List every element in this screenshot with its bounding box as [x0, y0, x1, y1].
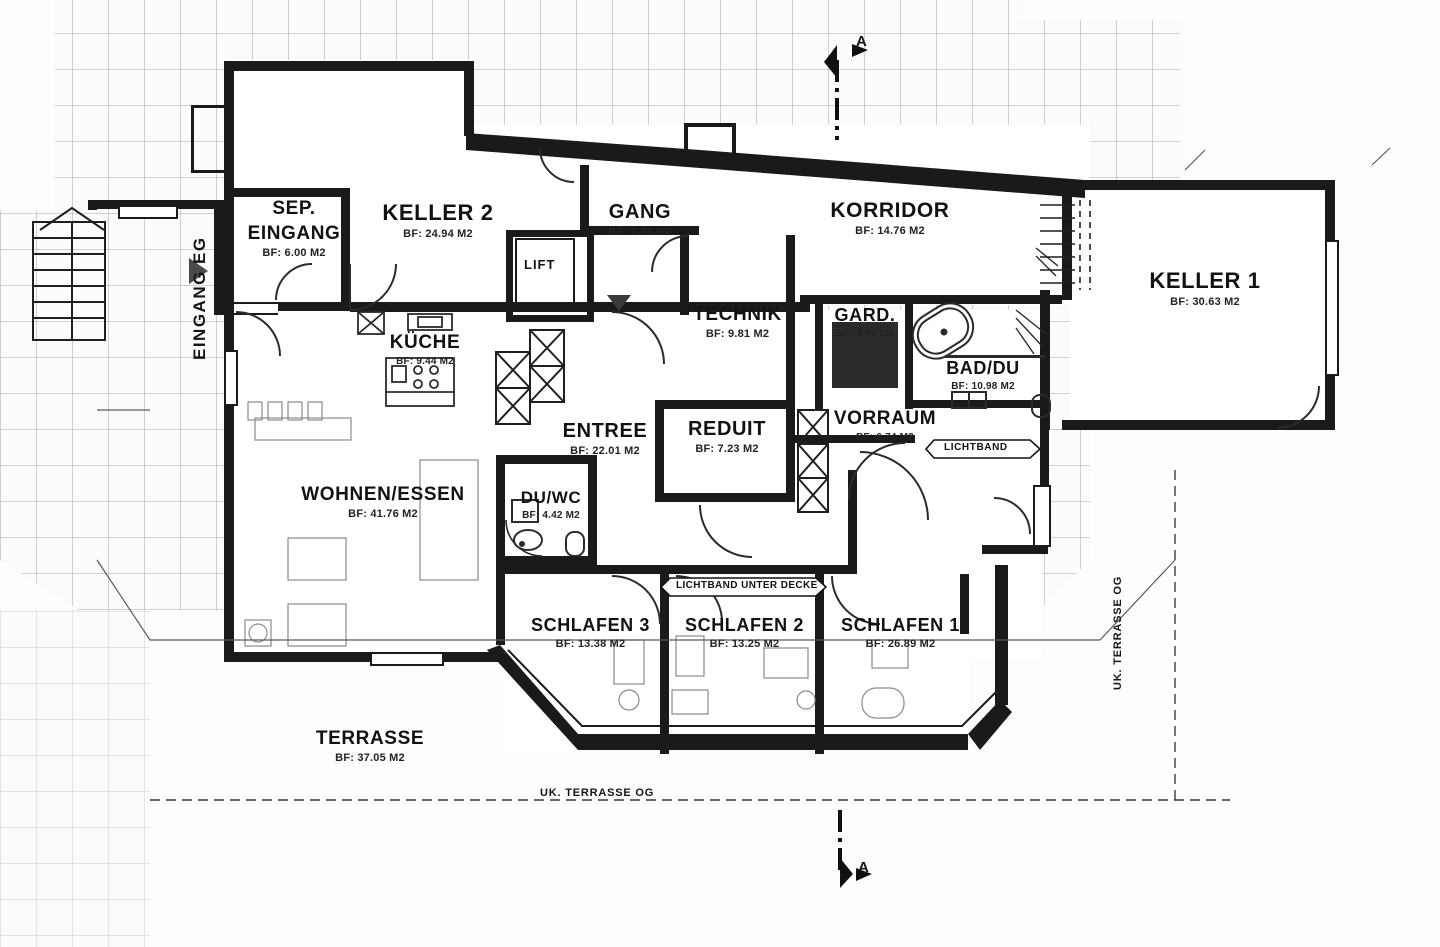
wall-schlafen2-right: [815, 574, 824, 754]
wall-k1-left: [1062, 180, 1072, 300]
wall-k2-top: [224, 61, 474, 71]
wall-vorraum-bottom: [795, 435, 915, 443]
wall-gard-left: [815, 304, 823, 409]
wall-lift-box: [506, 230, 594, 322]
wall-k1-top: [1070, 180, 1335, 190]
room-label-kueche: KÜCHE BF: 9.44 M2: [389, 332, 461, 367]
wall-technik-left: [680, 235, 689, 315]
wall-reduit-left: [655, 400, 664, 502]
room-label-schlafen3: SCHLAFEN 3 BF: 13.38 M2: [530, 615, 650, 650]
wall-reduit-right: [786, 400, 795, 502]
room-label-keller2: KELLER 2 BF: 24.94 M2: [382, 200, 494, 240]
window-vorraum-right: [1033, 485, 1051, 547]
wall-technik-bottom: [655, 400, 795, 409]
wall-vorraum-right-outer: [1040, 430, 1049, 485]
wall-entry-top: [88, 200, 234, 209]
site-grid-right: [0, 610, 150, 947]
room-label-sep-eingang: SEP. EINGANG BF: 6.00 M2: [247, 198, 341, 259]
wall-k1-right-lower: [1325, 372, 1335, 430]
wall-k2-right: [464, 61, 474, 136]
gard-closet-divider: [862, 322, 864, 384]
wall-k1-right: [1325, 180, 1335, 240]
wall-duwc-top: [496, 455, 596, 464]
room-label-schlafen2: SCHLAFEN 2 BF: 13.25 M2: [684, 615, 804, 650]
room-label-reduit: REDUIT BF: 7.23 M2: [687, 418, 767, 455]
gard-closet: [832, 322, 898, 388]
wall-sep-right: [341, 188, 350, 310]
section-marker-top-label: A: [856, 33, 868, 50]
room-label-keller1: KELLER 1 BF: 30.63 M2: [1149, 268, 1261, 308]
wall-sep-top: [234, 188, 350, 197]
wall-technik-right: [786, 235, 795, 410]
wall-duwc-bottom: [496, 556, 597, 565]
uk-terrasse-og-label-v: UK. TERRASSE OG: [1112, 575, 1124, 690]
section-marker-bottom: [838, 810, 872, 888]
section-marker-bottom-label: A: [858, 859, 870, 876]
uk-terrasse-og-label-h: UK. TERRASSE OG: [540, 787, 655, 799]
room-label-terrasse: TERRASSE BF: 37.05 M2: [315, 728, 425, 764]
lichtband-label: LICHTBAND: [944, 442, 1008, 453]
wall-reduit-bottom: [655, 493, 795, 502]
room-label-korridor: KORRIDOR BF: 14.76 M2: [830, 199, 950, 237]
wall-s1-corner: [982, 545, 1048, 554]
room-label-technik: TECHNIK BF: 9.81 M2: [693, 304, 782, 340]
room-label-gang: GANG BF: 7.61 M2: [608, 201, 672, 238]
wall-k1-bottom: [1062, 420, 1335, 430]
wall-schlafen3-right: [660, 574, 669, 754]
room-label-entree: ENTREE BF: 22.01 M2: [562, 420, 648, 457]
wall-baddu-bottom: [905, 400, 1050, 408]
lift-label: LIFT: [524, 257, 556, 272]
wall-entree-left: [496, 455, 505, 645]
room-label-wohnen-essen: WOHNEN/ESSEN BF: 41.76 M2: [301, 484, 465, 520]
wall-entry-left: [88, 200, 97, 210]
window-wohnen-left: [224, 350, 238, 406]
room-fill-bedrooms: [500, 570, 970, 750]
door-sep-sill: [234, 302, 278, 315]
wall-hall-lower-right: [848, 470, 857, 574]
lichtband-unter-decke-label: LICHTBAND UNTER DECKE: [676, 580, 818, 591]
wall-hall-lower: [496, 565, 856, 574]
wall-s1-right: [995, 565, 1008, 585]
window-wohnen-bottom: [370, 652, 444, 666]
wall-k1-window: [1325, 240, 1339, 376]
wall-gard-right: [905, 304, 913, 409]
lift-inner: [515, 238, 575, 304]
wall-korridor-lower: [800, 295, 1062, 304]
wall-wohnen-bottom: [224, 652, 504, 662]
wall-duwc-right: [588, 455, 597, 565]
wall-sep-bottom: [234, 302, 350, 311]
wall-k2-window-box: [191, 105, 231, 173]
room-label-vorraum: VORRAUM BF: 6.74 M2: [833, 408, 937, 443]
room-label-duwc: DU/WC BF: 4.42 M2: [520, 488, 582, 521]
room-label-schlafen1: SCHLAFEN 1 BF: 26.89 M2: [840, 615, 960, 650]
eingang-eg-label: EINGANG EG: [190, 236, 209, 360]
wall-k2-bottom: [350, 302, 810, 312]
wall-technik-top: [589, 226, 699, 235]
wall-baddu-inner: [945, 355, 1045, 358]
wall-entry-right-v: [214, 200, 224, 315]
wall-k2-left: [224, 61, 234, 313]
wall-k1-left-lower: [1040, 290, 1050, 430]
wall-gang-right: [580, 165, 589, 233]
wall-entry-slot: [118, 205, 178, 219]
room-label-baddu: BAD/DU BF: 10.98 M2: [946, 358, 1020, 392]
room-label-gard: GARD. BF: 4.56 M2: [834, 305, 896, 339]
wall-left-main: [224, 302, 234, 662]
